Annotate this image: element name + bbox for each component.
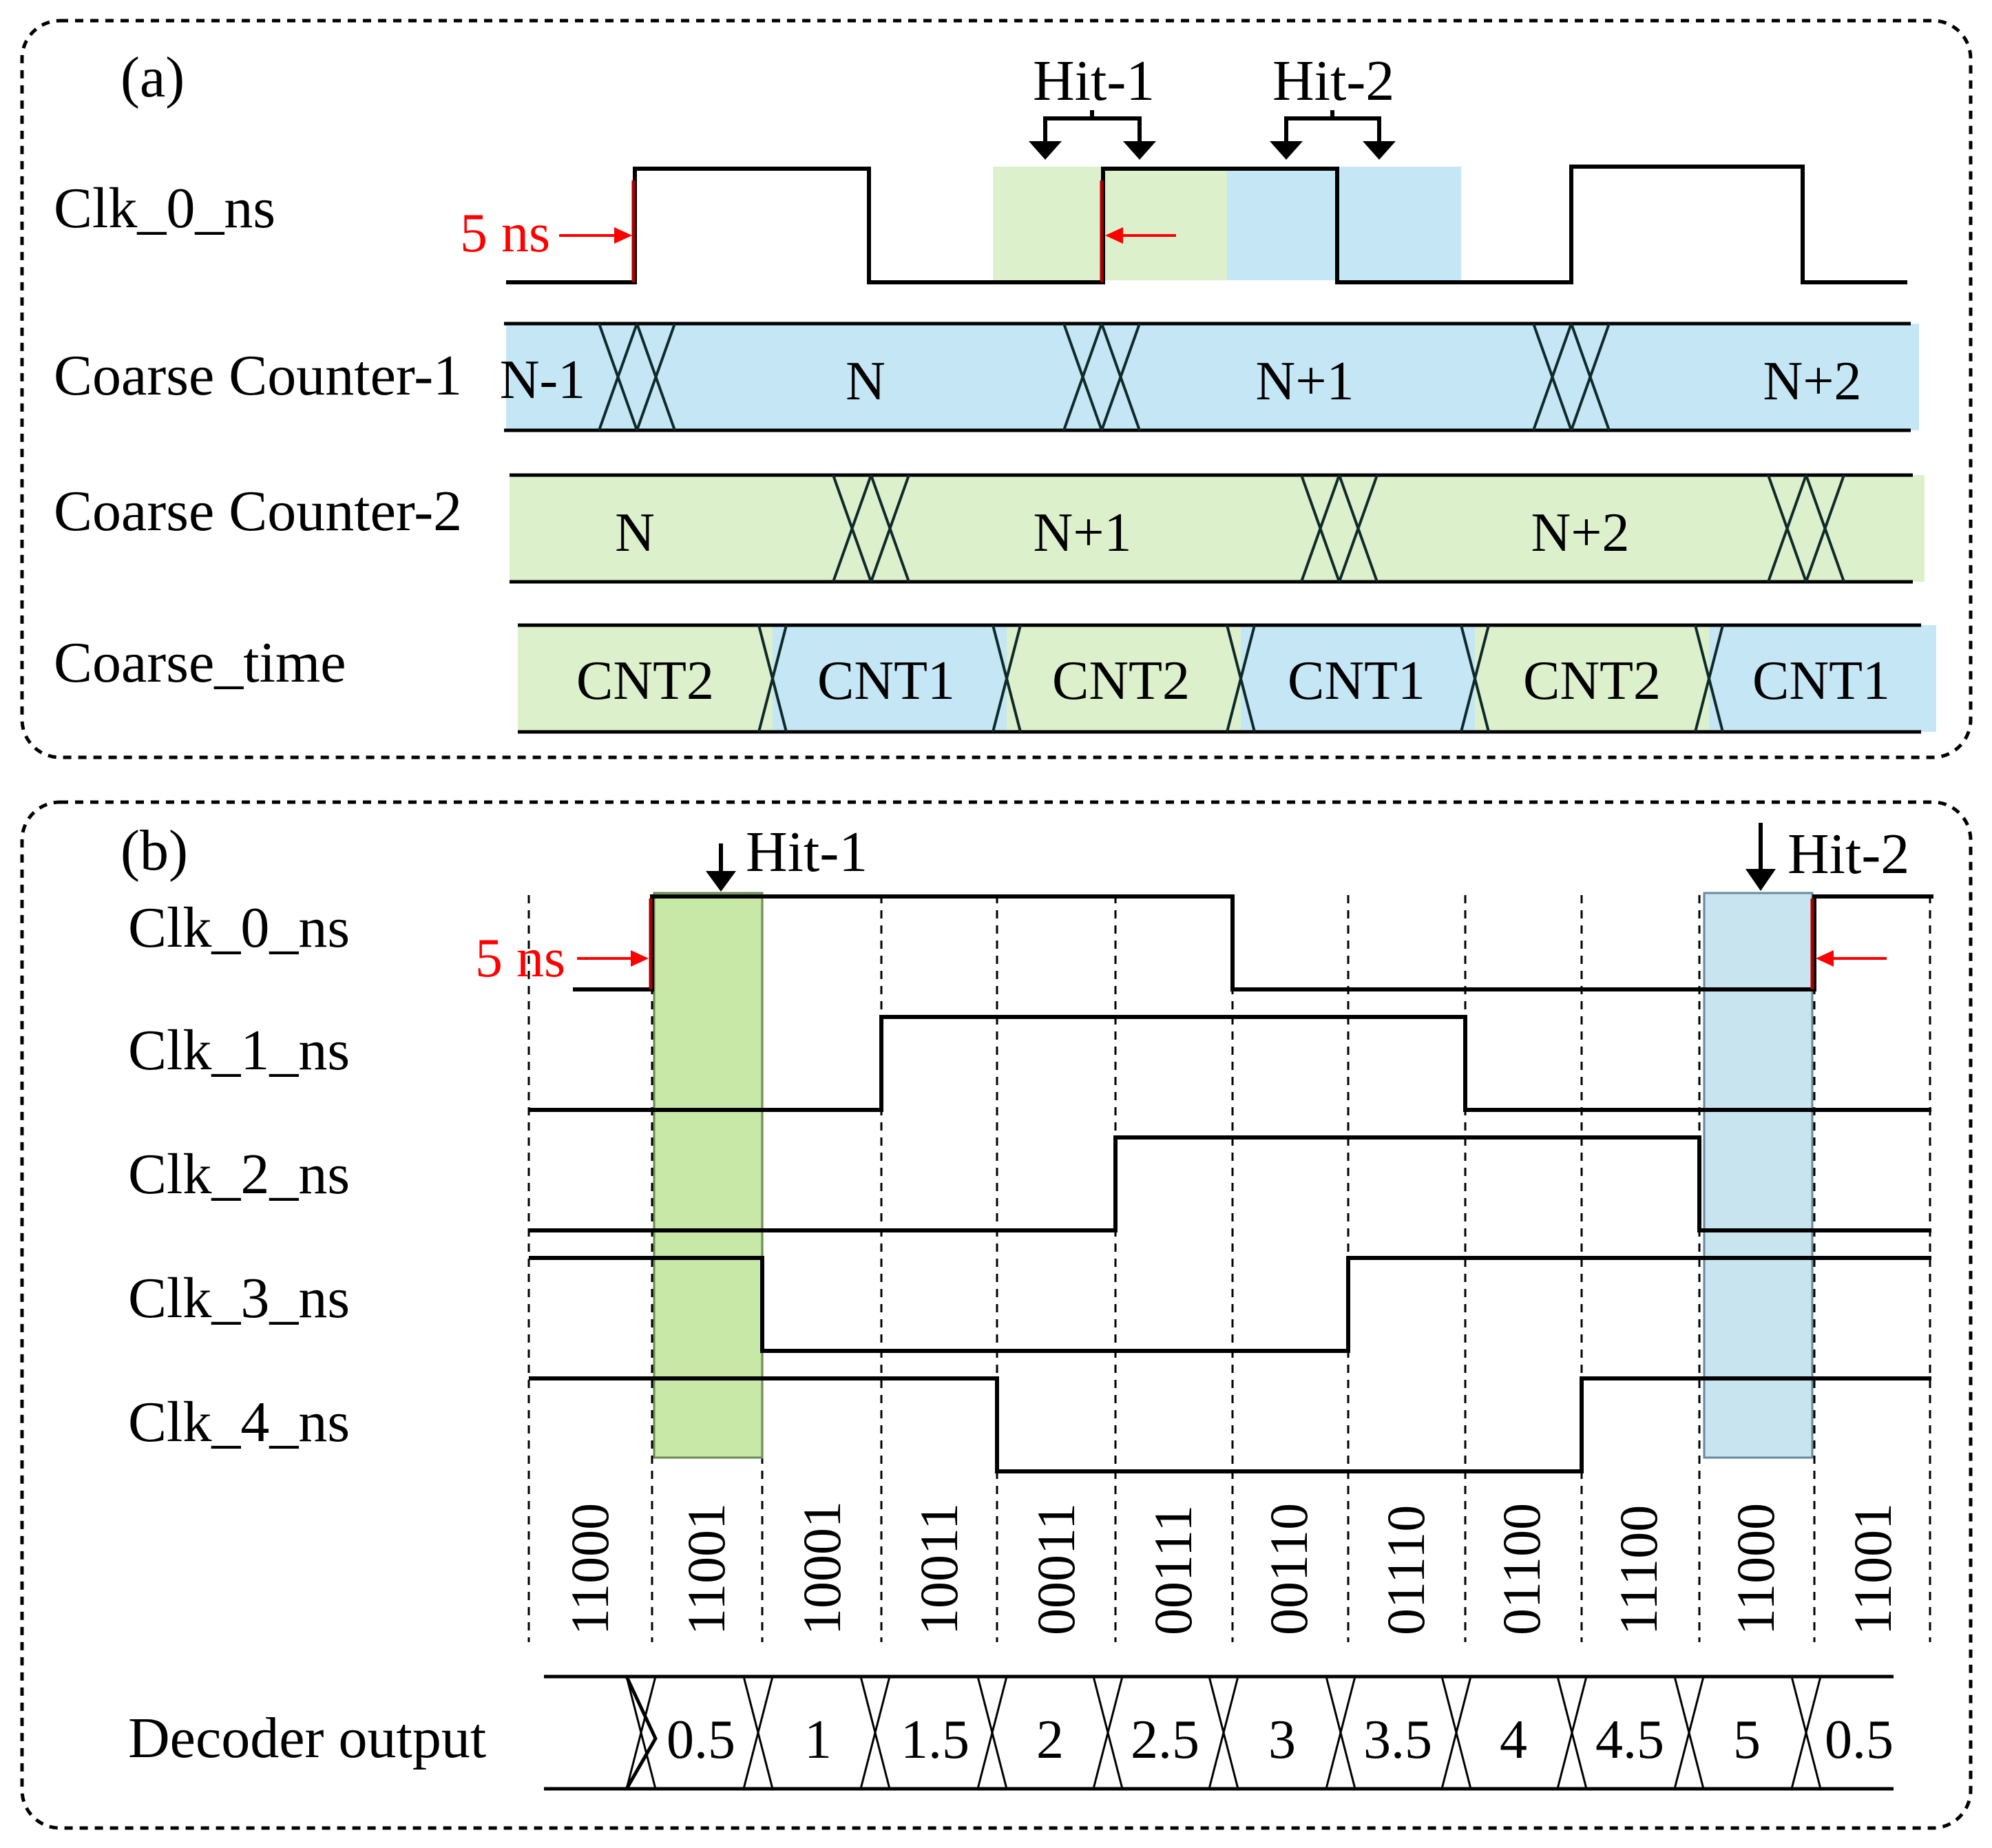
signal-label-clk0-a: Clk_0_ns bbox=[54, 176, 275, 240]
hit-2-window-b bbox=[1703, 892, 1814, 1459]
decoder-value: 1 bbox=[804, 1710, 832, 1770]
counter2-value: N bbox=[615, 503, 655, 563]
code-labels: 11000 11001 10001 10011 00011 00111 0011… bbox=[560, 1501, 1902, 1635]
coarse-time-value: CNT1 bbox=[817, 651, 955, 711]
code-label: 01110 bbox=[1376, 1505, 1436, 1635]
time-grid bbox=[527, 895, 1931, 1642]
hit-1-label-b: Hit-1 bbox=[746, 820, 868, 884]
coarse-time-bus bbox=[518, 625, 1936, 732]
code-label: 10011 bbox=[909, 1503, 969, 1635]
signal-label-counter2: Coarse Counter-2 bbox=[54, 479, 462, 543]
counter1-value: N bbox=[846, 351, 885, 412]
hit-2-window bbox=[1227, 167, 1461, 280]
counter1-transitions bbox=[598, 323, 1611, 431]
clk0-waveform-a bbox=[506, 165, 1907, 284]
code-label: 11000 bbox=[560, 1503, 620, 1635]
signal-label-clk1: Clk_1_ns bbox=[128, 1018, 350, 1082]
coarse-time-value: CNT2 bbox=[576, 651, 714, 711]
decoder-value: 4.5 bbox=[1595, 1710, 1664, 1770]
code-label: 11000 bbox=[1726, 1503, 1785, 1635]
counter1-value: N-1 bbox=[500, 350, 585, 410]
decoder-value: 4 bbox=[1500, 1710, 1527, 1770]
hit-1-window-b bbox=[653, 892, 764, 1459]
counter2-bus bbox=[510, 475, 1925, 582]
counter1-value: N+1 bbox=[1256, 351, 1354, 412]
clk3-waveform bbox=[529, 1256, 1931, 1353]
five-ns-arrowhead-a bbox=[614, 227, 632, 244]
clk4-waveform bbox=[529, 1376, 1931, 1473]
clk2-waveform bbox=[529, 1135, 1931, 1232]
code-label: 00111 bbox=[1143, 1505, 1203, 1635]
decoder-value: 3 bbox=[1268, 1710, 1296, 1770]
coarse-time-value: CNT2 bbox=[1052, 651, 1190, 711]
code-label: 11001 bbox=[1843, 1503, 1902, 1635]
signal-label-clk4: Clk_4_ns bbox=[128, 1390, 350, 1454]
hit-2-label-a: Hit-2 bbox=[1272, 49, 1394, 113]
five-ns-arrowhead-a2 bbox=[1105, 227, 1123, 244]
hit-1-window bbox=[993, 167, 1227, 280]
hit-1-arrow-b bbox=[706, 843, 736, 892]
decoder-value: 3.5 bbox=[1363, 1710, 1432, 1770]
counter2-transitions bbox=[832, 474, 1845, 582]
decoder-value: 0.5 bbox=[667, 1710, 735, 1770]
code-label: 00110 bbox=[1259, 1503, 1319, 1635]
signal-label-coarse-time: Coarse_time bbox=[54, 631, 346, 695]
decoder-value: 2.5 bbox=[1131, 1710, 1199, 1770]
code-label: 11100 bbox=[1608, 1505, 1668, 1635]
hit-2-label-b: Hit-2 bbox=[1787, 822, 1909, 886]
decoder-value: 2 bbox=[1036, 1710, 1064, 1770]
code-label: 11001 bbox=[676, 1503, 736, 1635]
counter2-value: N+1 bbox=[1034, 503, 1132, 563]
code-label: 00011 bbox=[1026, 1503, 1086, 1635]
decoder-value: 0.5 bbox=[1825, 1710, 1894, 1770]
five-ns-label-a: 5 ns bbox=[460, 203, 550, 264]
signal-label-clk0-b: Clk_0_ns bbox=[128, 896, 350, 960]
decoder-value: 5 bbox=[1733, 1710, 1761, 1770]
counter1-bus bbox=[506, 324, 1919, 430]
coarse-time-value: CNT1 bbox=[1288, 651, 1425, 711]
counter1-value: N+2 bbox=[1763, 351, 1862, 412]
coarse-time-transitions bbox=[757, 624, 1724, 733]
code-label: 10001 bbox=[792, 1501, 852, 1635]
panel-b-label: (b) bbox=[120, 819, 188, 883]
decoder-bus bbox=[544, 1674, 1894, 1791]
coarse-time-value: CNT2 bbox=[1523, 651, 1661, 711]
hit-1-label-a: Hit-1 bbox=[1033, 49, 1155, 113]
coarse-time-value: CNT1 bbox=[1752, 651, 1890, 711]
five-ns-label-b: 5 ns bbox=[475, 928, 565, 989]
hit-2-bracket-a bbox=[1270, 110, 1396, 160]
counter2-value: N+2 bbox=[1531, 503, 1630, 563]
code-label: 01100 bbox=[1491, 1503, 1551, 1635]
signal-label-counter1: Coarse Counter-1 bbox=[54, 344, 462, 408]
hit-1-bracket-a bbox=[1029, 110, 1156, 160]
panel-a-label: (a) bbox=[120, 45, 185, 109]
signal-label-clk3: Clk_3_ns bbox=[128, 1266, 350, 1330]
panel-a-frame bbox=[20, 19, 1973, 759]
decoder-output-label: Decoder output bbox=[128, 1706, 486, 1770]
signal-label-clk2: Clk_2_ns bbox=[128, 1142, 350, 1206]
panel-b-frame bbox=[20, 800, 1973, 1830]
hit-2-arrow-b bbox=[1745, 823, 1776, 891]
decoder-value: 1.5 bbox=[901, 1710, 969, 1770]
clk1-waveform bbox=[529, 1015, 1931, 1112]
